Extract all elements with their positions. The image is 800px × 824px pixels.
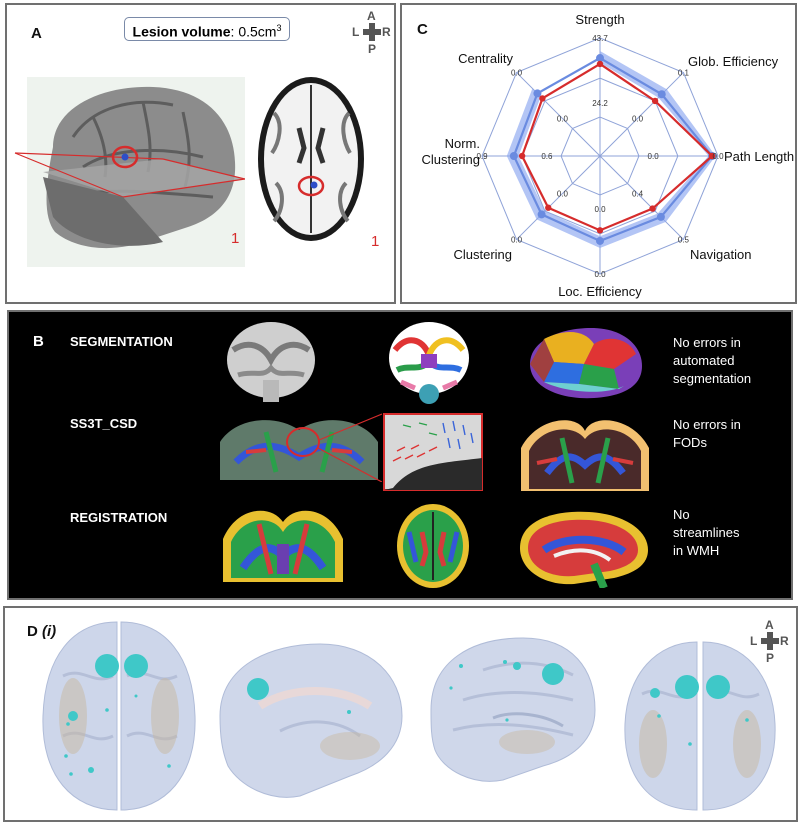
axial-mri-slice (258, 77, 364, 241)
radar-inner-tick: 0.0 (557, 114, 569, 123)
orient-a: A (367, 9, 376, 23)
glass-brain-lateral (430, 637, 596, 782)
orient-r: R (780, 634, 789, 648)
panel-c-label: C (417, 21, 428, 38)
panel-b: B SEGMENTATION SS3T_CSD REGISTRATION No … (7, 310, 793, 600)
radar-outer-tick: 0.9 (476, 152, 488, 161)
row-note-ss3t-csd: No errors in FODs (673, 417, 741, 450)
radar-outer-tick: 43.7 (592, 34, 608, 43)
row-title-segmentation: SEGMENTATION (70, 334, 173, 349)
registration-coronal (223, 510, 343, 582)
radar-point (651, 97, 659, 105)
radar-point (539, 95, 546, 102)
radar-spoke (516, 155, 601, 240)
orientation-compass-d: A L R P (750, 618, 790, 665)
panel-c: C 43.7 24.2 0.1 0.0 0.0 0.0 0.5 0.4 0.0 0.0 0.0 0.0… (400, 3, 797, 304)
row-note-registration: No streamlines in WMH (673, 507, 740, 558)
radar-outer-tick: 0.1 (678, 69, 690, 78)
radar-axis-label: Navigation (690, 247, 751, 262)
radar-point (509, 152, 518, 160)
radar-inner-tick: 24.2 (592, 99, 608, 108)
orient-r: R (382, 25, 391, 39)
panel-b-label: B (33, 333, 44, 350)
radar-point (596, 54, 604, 63)
lesion-volume-exp: 3 (276, 23, 282, 33)
panel-a: A Lesion volume: 0.5cm3 A L R P 1 1 (5, 3, 396, 304)
radar-point (649, 205, 656, 212)
radar-axis-label: Path Length (724, 149, 794, 164)
radar-axis-label: Glob. Efficiency (688, 54, 779, 69)
radar-point (657, 90, 666, 99)
radar-point (656, 212, 665, 221)
cortical-parcellation-3d (530, 327, 642, 399)
radar-point (596, 60, 604, 68)
radar-inner-tick: 0.6 (541, 152, 553, 161)
panel-d-label: D (i) (27, 623, 56, 640)
row-title-ss3t-csd: SS3T_CSD (70, 416, 138, 431)
coronal-segmentation-image (389, 322, 469, 404)
radar-spoke (516, 72, 601, 157)
radar-outer-tick: 0.0 (511, 235, 523, 244)
panel-a-label: A (31, 25, 42, 42)
coronal-t1-image (227, 322, 315, 402)
radar-point (545, 204, 552, 211)
orient-a: A (765, 618, 774, 632)
radar-inner-tick: 0.0 (594, 205, 606, 214)
radar-band-blue (506, 50, 716, 249)
radar-inner-tick: 0.0 (557, 190, 569, 199)
radar-outer-tick: 0.0 (511, 69, 523, 78)
radar-inner-tick: 0.4 (632, 190, 644, 199)
radar-chart: 43.7 24.2 0.1 0.0 0.0 0.0 0.5 0.4 0.0 0.0 0.0 0.0 0.… (421, 12, 794, 299)
fod-coronal-image (220, 413, 382, 482)
radar-point (533, 89, 542, 98)
radar-point (596, 236, 604, 245)
radar-outer-tick: 0.0 (712, 152, 724, 161)
panel-d-sublabel: (i) (42, 623, 57, 640)
fod-zoom-inset (383, 413, 483, 491)
panel-d-letter: D (27, 623, 38, 640)
glass-brain-coronal (624, 641, 776, 811)
radar-axis-label: Clustering (453, 247, 512, 262)
registration-axial (397, 504, 469, 588)
radar-outer-tick: 0.0 (594, 270, 606, 279)
radar-axis-label: Strength (575, 12, 624, 27)
orient-p: P (766, 651, 775, 665)
radar-point (596, 227, 604, 234)
radar-axis-label: Loc. Efficiency (558, 284, 642, 299)
lesion-volume-box: Lesion volume: 0.5cm3 (124, 17, 290, 41)
radar-spoke (599, 155, 684, 240)
glass-brain-axial (42, 621, 196, 811)
brain-3d-render (14, 77, 245, 267)
orient-p: P (368, 42, 377, 56)
fod-coronal-colored (521, 420, 649, 491)
orient-l: L (750, 634, 758, 648)
radar-point (708, 152, 716, 160)
glass-brain-medial (219, 643, 403, 798)
lesion-volume-value: : 0.5cm (230, 23, 277, 40)
radar-axis-label: Centrality (458, 51, 513, 66)
radar-spoke (599, 72, 684, 157)
radar-axis-label: Norm. (445, 136, 480, 151)
orientation-compass-a: A L R P (352, 9, 392, 56)
registration-sagittal (520, 511, 648, 588)
radar-inner-tick: 0.0 (632, 114, 644, 123)
row-note-segmentation: No errors in automated segmentation (673, 335, 752, 386)
panel-d: D (i) A L R P (3, 606, 798, 822)
lesion-volume-label: Lesion volume (132, 23, 231, 40)
radar-axis-label: Clustering (421, 152, 480, 167)
axial-number: 1 (371, 233, 380, 250)
radar-point (518, 152, 526, 160)
row-title-registration: REGISTRATION (70, 510, 168, 525)
radar-inner-tick: 0.0 (648, 152, 660, 161)
radar-point (537, 210, 546, 219)
orient-l: L (352, 25, 360, 39)
radar-outer-tick: 0.5 (678, 235, 690, 244)
sagittal-number: 1 (231, 230, 240, 247)
